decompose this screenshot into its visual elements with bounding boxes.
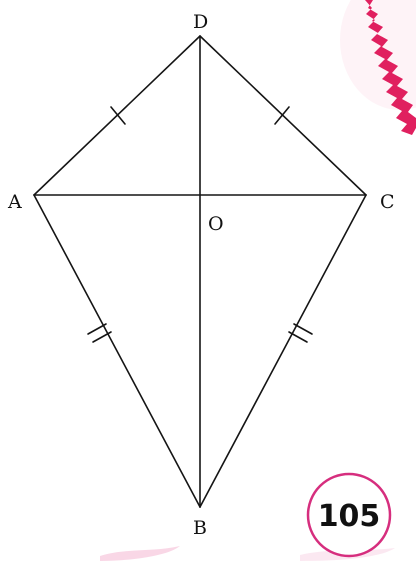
page-number-badge: 105 [306, 472, 392, 558]
page-number-ring [306, 472, 392, 558]
double-tick-cb-1 [293, 323, 313, 335]
segment-ba [33, 194, 201, 508]
segment-cb [199, 194, 367, 508]
label-b: B [193, 517, 207, 539]
single-tick-ad [110, 106, 126, 125]
label-c: C [380, 191, 395, 213]
ribbon-decoration [365, 0, 416, 135]
double-tick-ab-1 [87, 323, 107, 335]
ribbon-zigzag [365, 0, 416, 135]
single-tick-dc [274, 106, 290, 125]
label-o: O [208, 213, 224, 235]
double-tick-cb-2 [288, 331, 308, 343]
double-tick-ab-2 [92, 331, 112, 343]
label-a: A [7, 191, 22, 213]
label-d: D [193, 11, 208, 33]
page-number: 105 [318, 499, 381, 534]
